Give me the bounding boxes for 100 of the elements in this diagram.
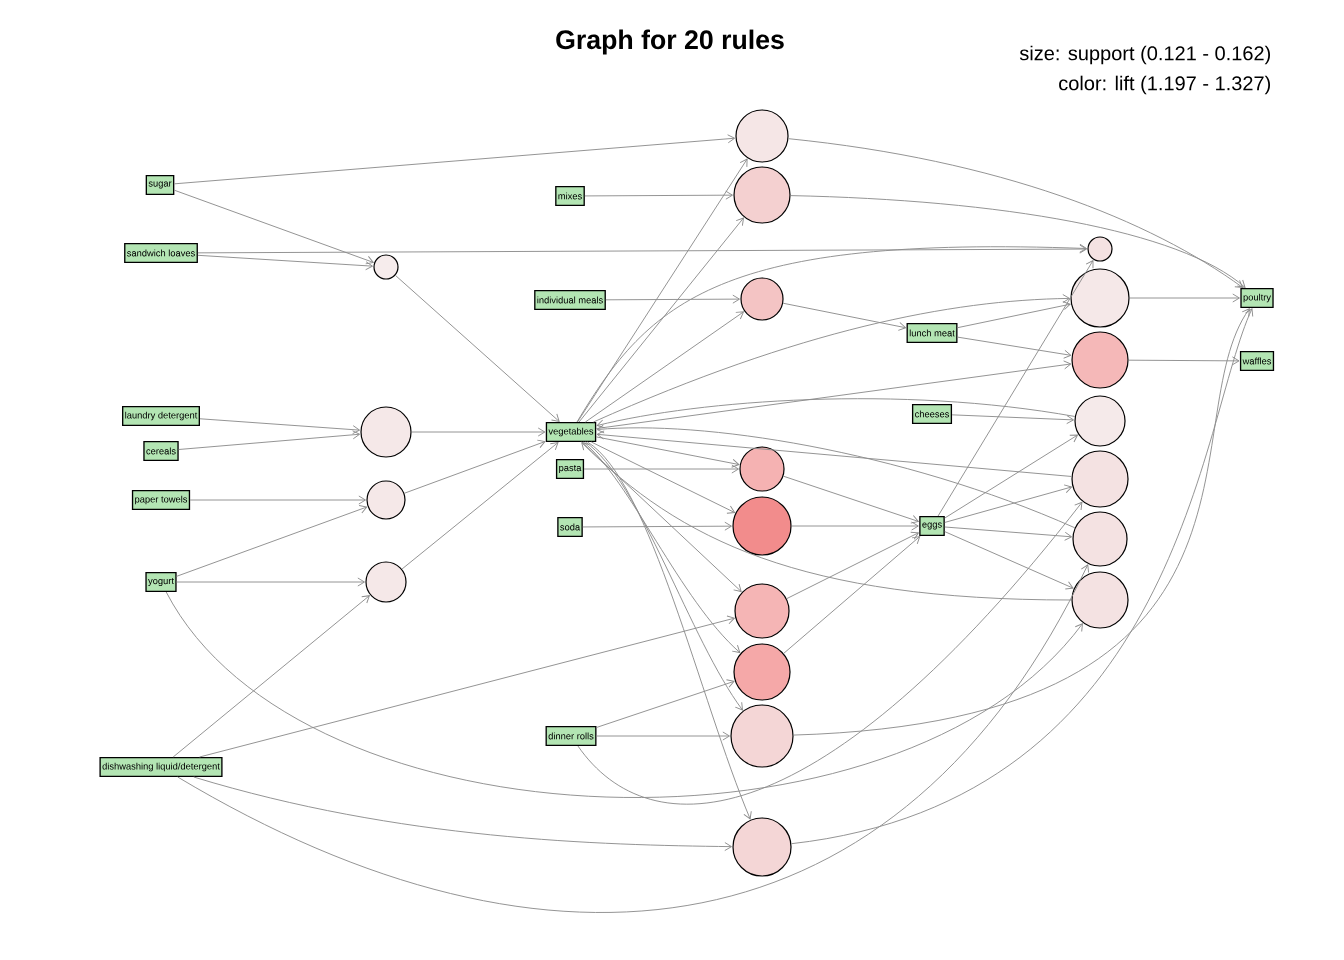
item-box: sandwich loaves (124, 243, 198, 263)
arrow (944, 526, 1073, 541)
rule-circle (733, 643, 791, 701)
rule-circle (1071, 450, 1129, 508)
item-box: vegetables (545, 422, 597, 442)
arrow (590, 441, 736, 514)
rule-circle (366, 480, 406, 520)
arrow (582, 521, 732, 531)
arrow (944, 484, 1073, 523)
item-box: waffles (1239, 351, 1275, 371)
item-box: laundry detergent (122, 406, 200, 426)
arrow (605, 294, 740, 304)
arrow (782, 475, 919, 524)
arrow (596, 398, 1076, 429)
item-box: cereals (143, 441, 179, 461)
arrow (583, 464, 739, 474)
arrow (596, 731, 730, 741)
rule-circle (1070, 268, 1130, 328)
rule-circle (1071, 571, 1129, 629)
rule-circle (373, 254, 399, 280)
rule-circle (732, 496, 792, 556)
arrow (788, 138, 1244, 288)
arrow (394, 274, 560, 422)
arrow (783, 536, 921, 654)
rule-circle (365, 561, 407, 603)
arrow (595, 360, 1072, 430)
item-box: poultry (1240, 288, 1274, 308)
item-box: soda (557, 517, 583, 537)
arrow (790, 195, 1246, 288)
arrow (577, 501, 1083, 805)
arrow (173, 134, 736, 185)
item-box: mixes (555, 186, 585, 206)
item-box: dishwashing liquid/detergent (99, 757, 223, 777)
arrow (401, 442, 559, 570)
arrow (576, 243, 1087, 423)
rule-circle (739, 446, 785, 492)
arrow (790, 308, 1254, 845)
arrow (165, 591, 1083, 798)
arrow (403, 439, 546, 494)
rule-circle (1087, 236, 1113, 262)
arrow (786, 531, 919, 600)
arrow (178, 430, 361, 450)
arrow (957, 336, 1072, 359)
arrow (578, 217, 744, 423)
arrow (596, 430, 1072, 477)
item-box: yogurt (145, 572, 177, 592)
arrow (592, 294, 1070, 423)
arrow (199, 418, 361, 435)
arrow (937, 260, 1094, 517)
arrow (173, 189, 374, 265)
item-box: dinner rolls (545, 726, 597, 746)
arrow (581, 441, 742, 592)
arrow (172, 595, 370, 758)
rule-circle (360, 406, 412, 458)
arrow (791, 521, 919, 531)
arrow (584, 311, 744, 423)
rule-circle (1074, 395, 1126, 447)
arrow (782, 302, 907, 331)
arrow (584, 190, 733, 200)
arrow (193, 776, 732, 851)
arrow (189, 495, 366, 505)
arrow (596, 424, 1076, 529)
rule-circle (1071, 331, 1129, 389)
item-box: individual meals (534, 290, 606, 310)
title: Graph for 20 rules (556, 29, 784, 55)
arrow (581, 442, 1072, 601)
rule-circle (740, 277, 784, 321)
arrow (596, 679, 735, 728)
arrow (176, 577, 365, 587)
arrow (944, 434, 1078, 519)
arrow (582, 441, 741, 653)
arrow (177, 564, 1089, 913)
arrow (951, 414, 1074, 425)
rule-circle (730, 704, 794, 768)
rule-circle (1072, 511, 1128, 567)
arrow (176, 505, 368, 577)
item-box: eggs (919, 516, 945, 536)
legend-text: color: lift (1.197 - 1.327) (1059, 75, 1270, 95)
rule-circle (734, 583, 790, 639)
item-box: pasta (555, 459, 585, 479)
arrow (587, 441, 752, 820)
arrow (1129, 293, 1240, 303)
arrow (1128, 356, 1240, 366)
item-box: cheeses (911, 404, 953, 424)
arrow (197, 254, 373, 271)
item-box: paper towels (131, 490, 191, 510)
item-box: sugar (145, 175, 175, 195)
arrow (584, 441, 743, 711)
item-box: lunch meat (906, 323, 958, 343)
rule-circle (732, 817, 792, 877)
arrow (793, 308, 1250, 736)
rule-circle (735, 109, 789, 163)
arrow (957, 301, 1071, 329)
arrow (411, 427, 546, 437)
arrow (577, 158, 748, 423)
arrow (595, 436, 740, 468)
arrow (944, 531, 1074, 590)
rule-circle (733, 166, 791, 224)
arrow (199, 615, 735, 758)
arrow (197, 244, 1087, 254)
